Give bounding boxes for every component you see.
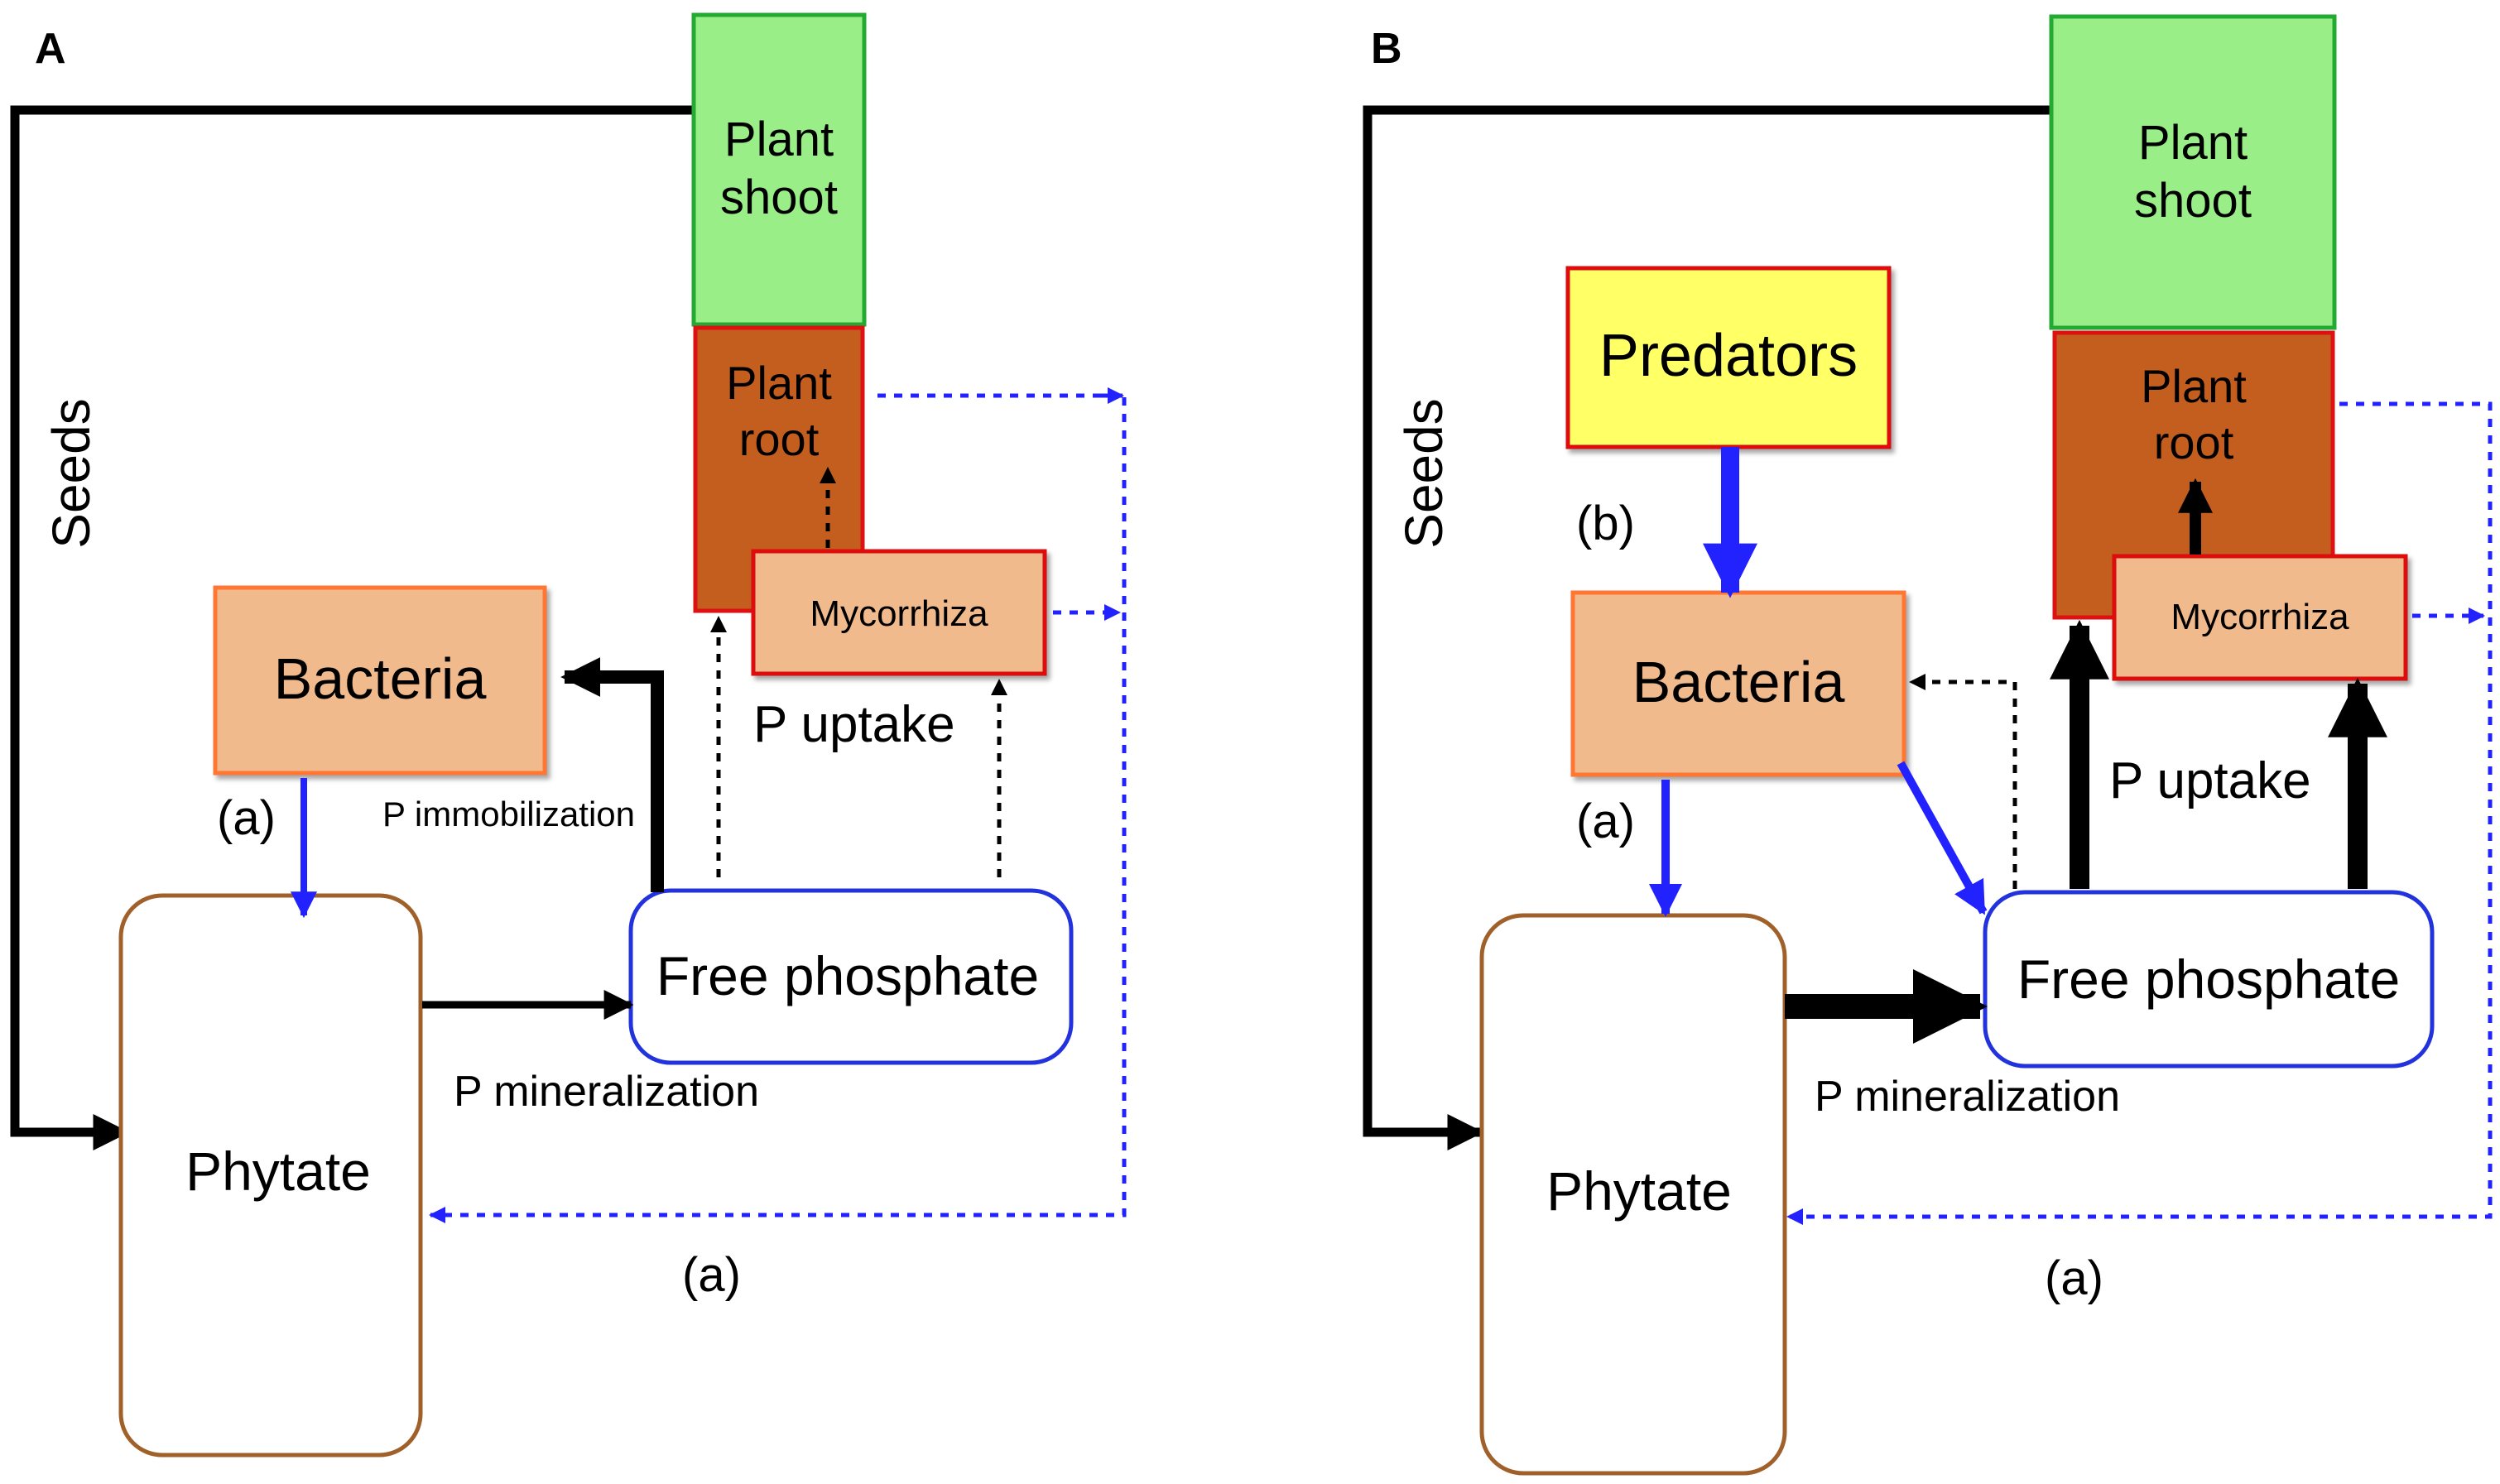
panel-a-letter: A bbox=[35, 25, 66, 73]
root-litter-dotted-loop-b bbox=[1786, 401, 2493, 1225]
bacteria-to-phosphate-arrow-b bbox=[1897, 761, 1988, 915]
a-label-bottom-b: (a) bbox=[2045, 1251, 2103, 1305]
svg-text:Mycorrhiza: Mycorrhiza bbox=[2171, 597, 2349, 637]
bacteria-a: Bacteria bbox=[213, 585, 547, 776]
a-label-bacteria-a: (a) bbox=[217, 791, 276, 845]
p-uptake-label-a: P uptake bbox=[753, 696, 955, 753]
svg-text:Phytate: Phytate bbox=[1546, 1160, 1732, 1222]
p-mineralization-label-a: P mineralization bbox=[454, 1068, 759, 1116]
panel-b-letter: B bbox=[1371, 25, 1402, 73]
mycorrhiza-b: Mycorrhiza bbox=[2112, 554, 2408, 681]
seeds-label-a: Seeds bbox=[41, 398, 101, 548]
p-immobilization-label-a: P immobilization bbox=[382, 795, 635, 833]
immobilization-arrow-a bbox=[560, 657, 664, 892]
svg-text:shoot: shoot bbox=[720, 170, 838, 224]
seeds-loop-line-a bbox=[10, 105, 694, 1150]
root-litter-dotted-loop-a bbox=[429, 393, 1127, 1223]
svg-text:root: root bbox=[739, 413, 820, 465]
free-phosphate-b: Free phosphate bbox=[1983, 890, 2435, 1069]
svg-text:Plant: Plant bbox=[724, 113, 834, 166]
seeds-loop-line-b bbox=[1363, 105, 2053, 1150]
plant-shoot-b: Plant shoot bbox=[2049, 14, 2337, 330]
panel-b: B Seeds Plant shoot Plant root Mycorrhiz… bbox=[1363, 14, 2493, 1476]
svg-text:Bacteria: Bacteria bbox=[1632, 650, 1845, 714]
seeds-label-b: Seeds bbox=[1394, 398, 1454, 548]
a-label-bacteria-b: (a) bbox=[1576, 795, 1635, 848]
svg-text:Free phosphate: Free phosphate bbox=[656, 945, 1039, 1006]
svg-text:Free phosphate: Free phosphate bbox=[2017, 949, 2400, 1010]
svg-text:Phytate: Phytate bbox=[185, 1141, 371, 1202]
svg-text:shoot: shoot bbox=[2134, 174, 2252, 228]
free-phosphate-a: Free phosphate bbox=[628, 888, 1074, 1065]
svg-text:Plant: Plant bbox=[2141, 360, 2247, 412]
plant-shoot-a: Plant shoot bbox=[691, 12, 867, 327]
svg-text:Predators: Predators bbox=[1599, 323, 1858, 389]
b-label-predators: (b) bbox=[1576, 497, 1635, 550]
p-uptake-label-b: P uptake bbox=[2109, 752, 2311, 809]
a-label-bottom-a: (a) bbox=[682, 1248, 741, 1302]
predators-b: Predators bbox=[1565, 266, 1892, 449]
phytate-a: Phytate bbox=[118, 893, 423, 1458]
svg-text:Bacteria: Bacteria bbox=[274, 646, 487, 711]
panel-a: A Seeds Plant shoot Plant root Mycorrhiz… bbox=[10, 12, 1127, 1458]
immobilization-dotted-arrow-b bbox=[1909, 674, 2017, 889]
mycorrhiza-a: Mycorrhiza bbox=[751, 549, 1047, 676]
phytate-b: Phytate bbox=[1479, 913, 1787, 1476]
svg-text:Plant: Plant bbox=[726, 357, 832, 409]
svg-text:root: root bbox=[2154, 416, 2234, 468]
svg-text:Mycorrhiza: Mycorrhiza bbox=[810, 593, 988, 634]
svg-text:Plant: Plant bbox=[2138, 116, 2248, 170]
plant-root-b: Plant root bbox=[2052, 330, 2335, 620]
p-mineralization-label-b: P mineralization bbox=[1815, 1073, 2120, 1121]
bacteria-b: Bacteria bbox=[1570, 590, 1906, 777]
